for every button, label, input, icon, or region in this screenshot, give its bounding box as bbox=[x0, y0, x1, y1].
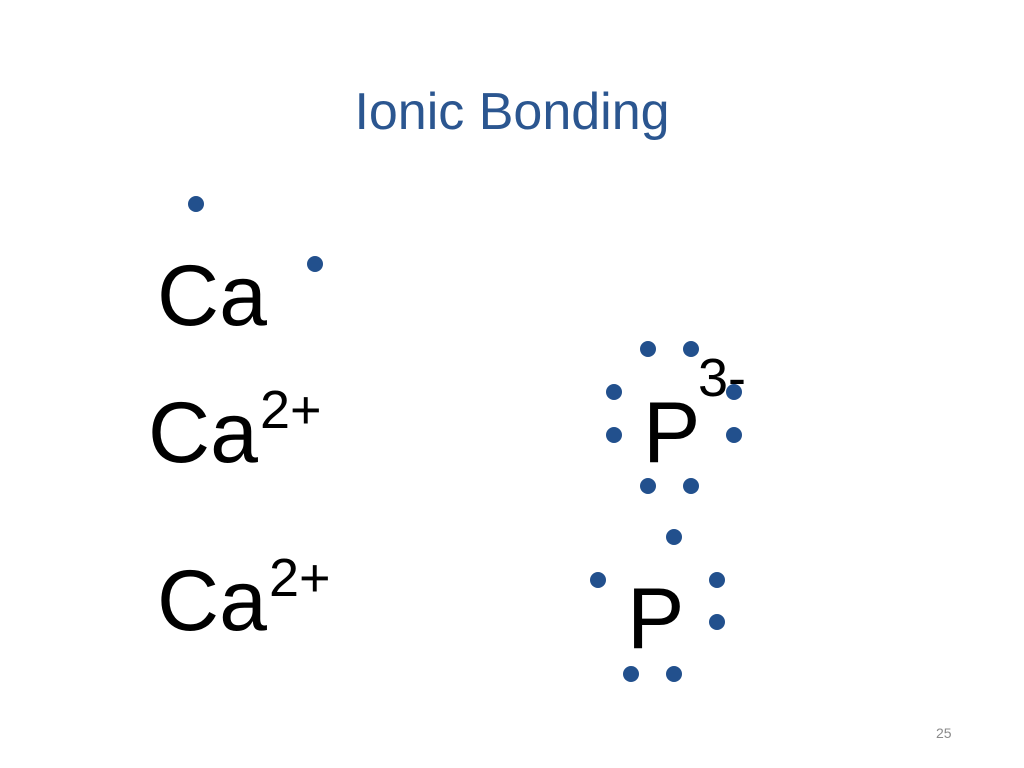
electron-dot bbox=[640, 478, 656, 494]
slide-title: Ionic Bonding bbox=[354, 83, 670, 141]
ca-ion-1-symbol: Ca bbox=[148, 385, 258, 481]
electron-dot bbox=[606, 427, 622, 443]
p-neutral-symbol-text: P bbox=[627, 571, 685, 667]
electron-dot bbox=[726, 427, 742, 443]
electron-dot bbox=[640, 341, 656, 357]
electron-dot bbox=[666, 666, 682, 682]
ca-ion-1: Ca2+ bbox=[148, 383, 322, 476]
electron-dot bbox=[683, 478, 699, 494]
electron-dot bbox=[307, 256, 323, 272]
ca-neutral-symbol-text: Ca bbox=[157, 248, 267, 344]
p-ion-symbol-text: P bbox=[643, 385, 701, 481]
ca-ion-2: Ca2+ bbox=[157, 551, 331, 644]
electron-dot bbox=[590, 572, 606, 588]
electron-dot bbox=[188, 196, 204, 212]
slide-number: 25 bbox=[936, 725, 952, 741]
electron-dot bbox=[709, 614, 725, 630]
ca-ion-2-symbol: Ca bbox=[157, 553, 267, 649]
electron-dot bbox=[709, 572, 725, 588]
electron-dot bbox=[606, 384, 622, 400]
p-ion-symbol: P bbox=[643, 390, 700, 476]
electron-dot bbox=[726, 384, 742, 400]
ca-ion-2-charge: 2+ bbox=[268, 548, 331, 608]
ca-ion-1-charge: 2+ bbox=[259, 380, 322, 440]
electron-dot bbox=[683, 341, 699, 357]
p-neutral-symbol: P bbox=[627, 576, 684, 662]
ca-neutral-symbol: Ca bbox=[157, 253, 267, 339]
electron-dot bbox=[623, 666, 639, 682]
electron-dot bbox=[666, 529, 682, 545]
